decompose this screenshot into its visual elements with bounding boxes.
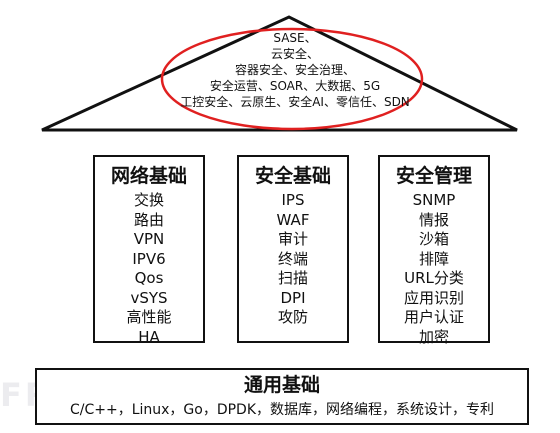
column-item: IPS (281, 191, 305, 209)
column-security-management: 安全管理 SNMP 情报 沙箱 排障 URL分类 应用识别 用户认证 加密 (378, 155, 490, 346)
column-item: 用户认证 (403, 308, 464, 326)
column-item: SNMP (412, 191, 456, 209)
column-item: 沙箱 (418, 230, 449, 248)
column-item: IPV6 (132, 249, 166, 268)
column-item: Qos (134, 269, 164, 287)
column-item: 审计 (277, 230, 308, 248)
column-title: 安全管理 (395, 165, 472, 187)
roof-topics: SASE、 云安全、 容器安全、安全治理、 安全运营、SOAR、大数据、5G 工… (165, 30, 425, 110)
column-title: 网络基础 (110, 165, 187, 187)
highlight-ellipse (160, 27, 424, 131)
foundation-items: C/C++，Linux，Go，DPDK，数据库，网络编程，系统设计，专利 (69, 402, 495, 418)
column-item: vSYS (130, 288, 168, 307)
column-item: 应用识别 (403, 288, 464, 307)
column-item: 高性能 (126, 308, 172, 326)
column-title: 安全基础 (254, 165, 331, 187)
roof-line: 容器安全、安全治理、 (234, 63, 355, 77)
column-item: DPI (280, 288, 306, 307)
column-item: WAF (276, 210, 310, 229)
column-security-basics: 安全基础 IPS WAF 审计 终端 扫描 DPI 攻防 (237, 155, 349, 343)
column-item: 攻防 (277, 308, 308, 326)
roof-line: SASE、 (273, 31, 317, 45)
foundation-title: 通用基础 (243, 374, 320, 396)
column-item: 加密 (418, 327, 449, 346)
column-item: HA (138, 327, 160, 346)
column-item: 终端 (277, 249, 308, 268)
column-item: 情报 (418, 210, 449, 229)
column-item: 路由 (133, 210, 164, 229)
column-item: 排障 (418, 249, 449, 268)
column-network-basics: 网络基础 交换 路由 VPN IPV6 Qos vSYS 高性能 HA (93, 155, 205, 346)
roof-triangle (41, 15, 518, 132)
roof-line: 云安全、 (270, 47, 319, 61)
column-item: 扫描 (277, 269, 308, 287)
roof-line: 工控安全、云原生、安全AI、零信任、SDN (180, 95, 410, 109)
roof-line: 安全运营、SOAR、大数据、5G (209, 79, 381, 93)
foundation-box: 通用基础 C/C++，Linux，Go，DPDK，数据库，网络编程，系统设计，专… (35, 368, 529, 425)
column-item: URL分类 (404, 269, 464, 287)
column-item: VPN (133, 230, 165, 248)
column-item: 交换 (133, 191, 164, 209)
